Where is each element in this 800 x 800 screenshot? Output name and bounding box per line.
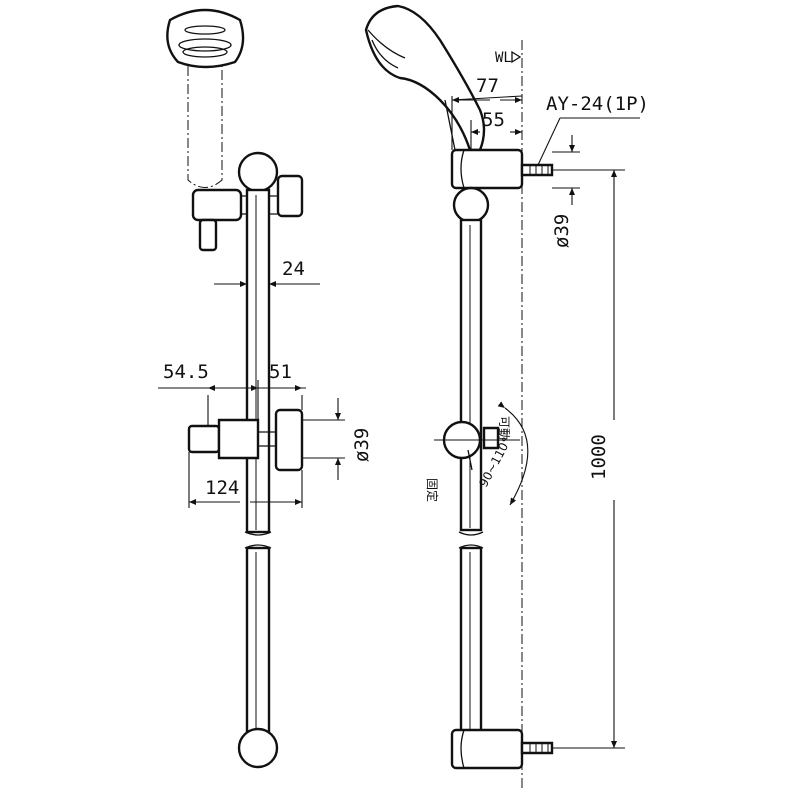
top-ball-knob: [237, 151, 279, 193]
bottom-bracket-side: [450, 728, 554, 770]
adjustable-label: 可動: [497, 416, 511, 440]
top-holder-front: [191, 174, 304, 252]
dim-top-inner: 55: [470, 109, 522, 150]
dim-holder-width-label: 124: [205, 477, 239, 499]
dim-bracket-diameter-label: ø39: [551, 214, 573, 248]
dim-top-outer: 77: [451, 75, 523, 150]
part-number-callout: AY-24(1P): [537, 93, 649, 166]
dim-holder-diameter-label: ø39: [351, 428, 373, 462]
shower-head-front: [166, 8, 245, 188]
lower-holder-front: [187, 408, 304, 472]
dim-holder-left-label: 54.5: [163, 361, 209, 383]
side-view: WL: [364, 4, 649, 790]
dim-bracket-diameter: ø39: [551, 135, 580, 248]
slide-bar-upper: [245, 188, 271, 534]
dim-bar-diameter-label: 24: [282, 258, 305, 280]
dim-holder-diameter: ø39: [302, 398, 373, 480]
side-holder: [434, 401, 529, 506]
part-number-label: AY-24(1P): [546, 93, 649, 115]
dim-bar-length-label: 1000: [588, 434, 610, 480]
dim-holder-width: 124: [188, 452, 303, 508]
fixed-label: 固定: [425, 478, 440, 502]
dim-top-inner-label: 55: [482, 109, 505, 131]
side-bar-lower: [459, 546, 483, 740]
wall-line-label: WL: [495, 50, 512, 66]
slide-bar-lower: [245, 546, 271, 740]
front-view: 24 54.5 51 124 ø39: [158, 8, 373, 769]
dim-top-outer-label: 77: [476, 75, 499, 97]
side-top-ball: [452, 186, 490, 224]
bottom-ball-knob: [237, 727, 279, 769]
shower-head-side: [364, 4, 486, 152]
dim-holder-right-label: 51: [269, 361, 292, 383]
dim-holder-offsets: 54.5 51: [158, 361, 306, 426]
dim-bar-length: 1000: [552, 169, 625, 749]
top-bracket-side: [450, 148, 554, 190]
dim-bar-diameter: 24: [214, 240, 320, 290]
